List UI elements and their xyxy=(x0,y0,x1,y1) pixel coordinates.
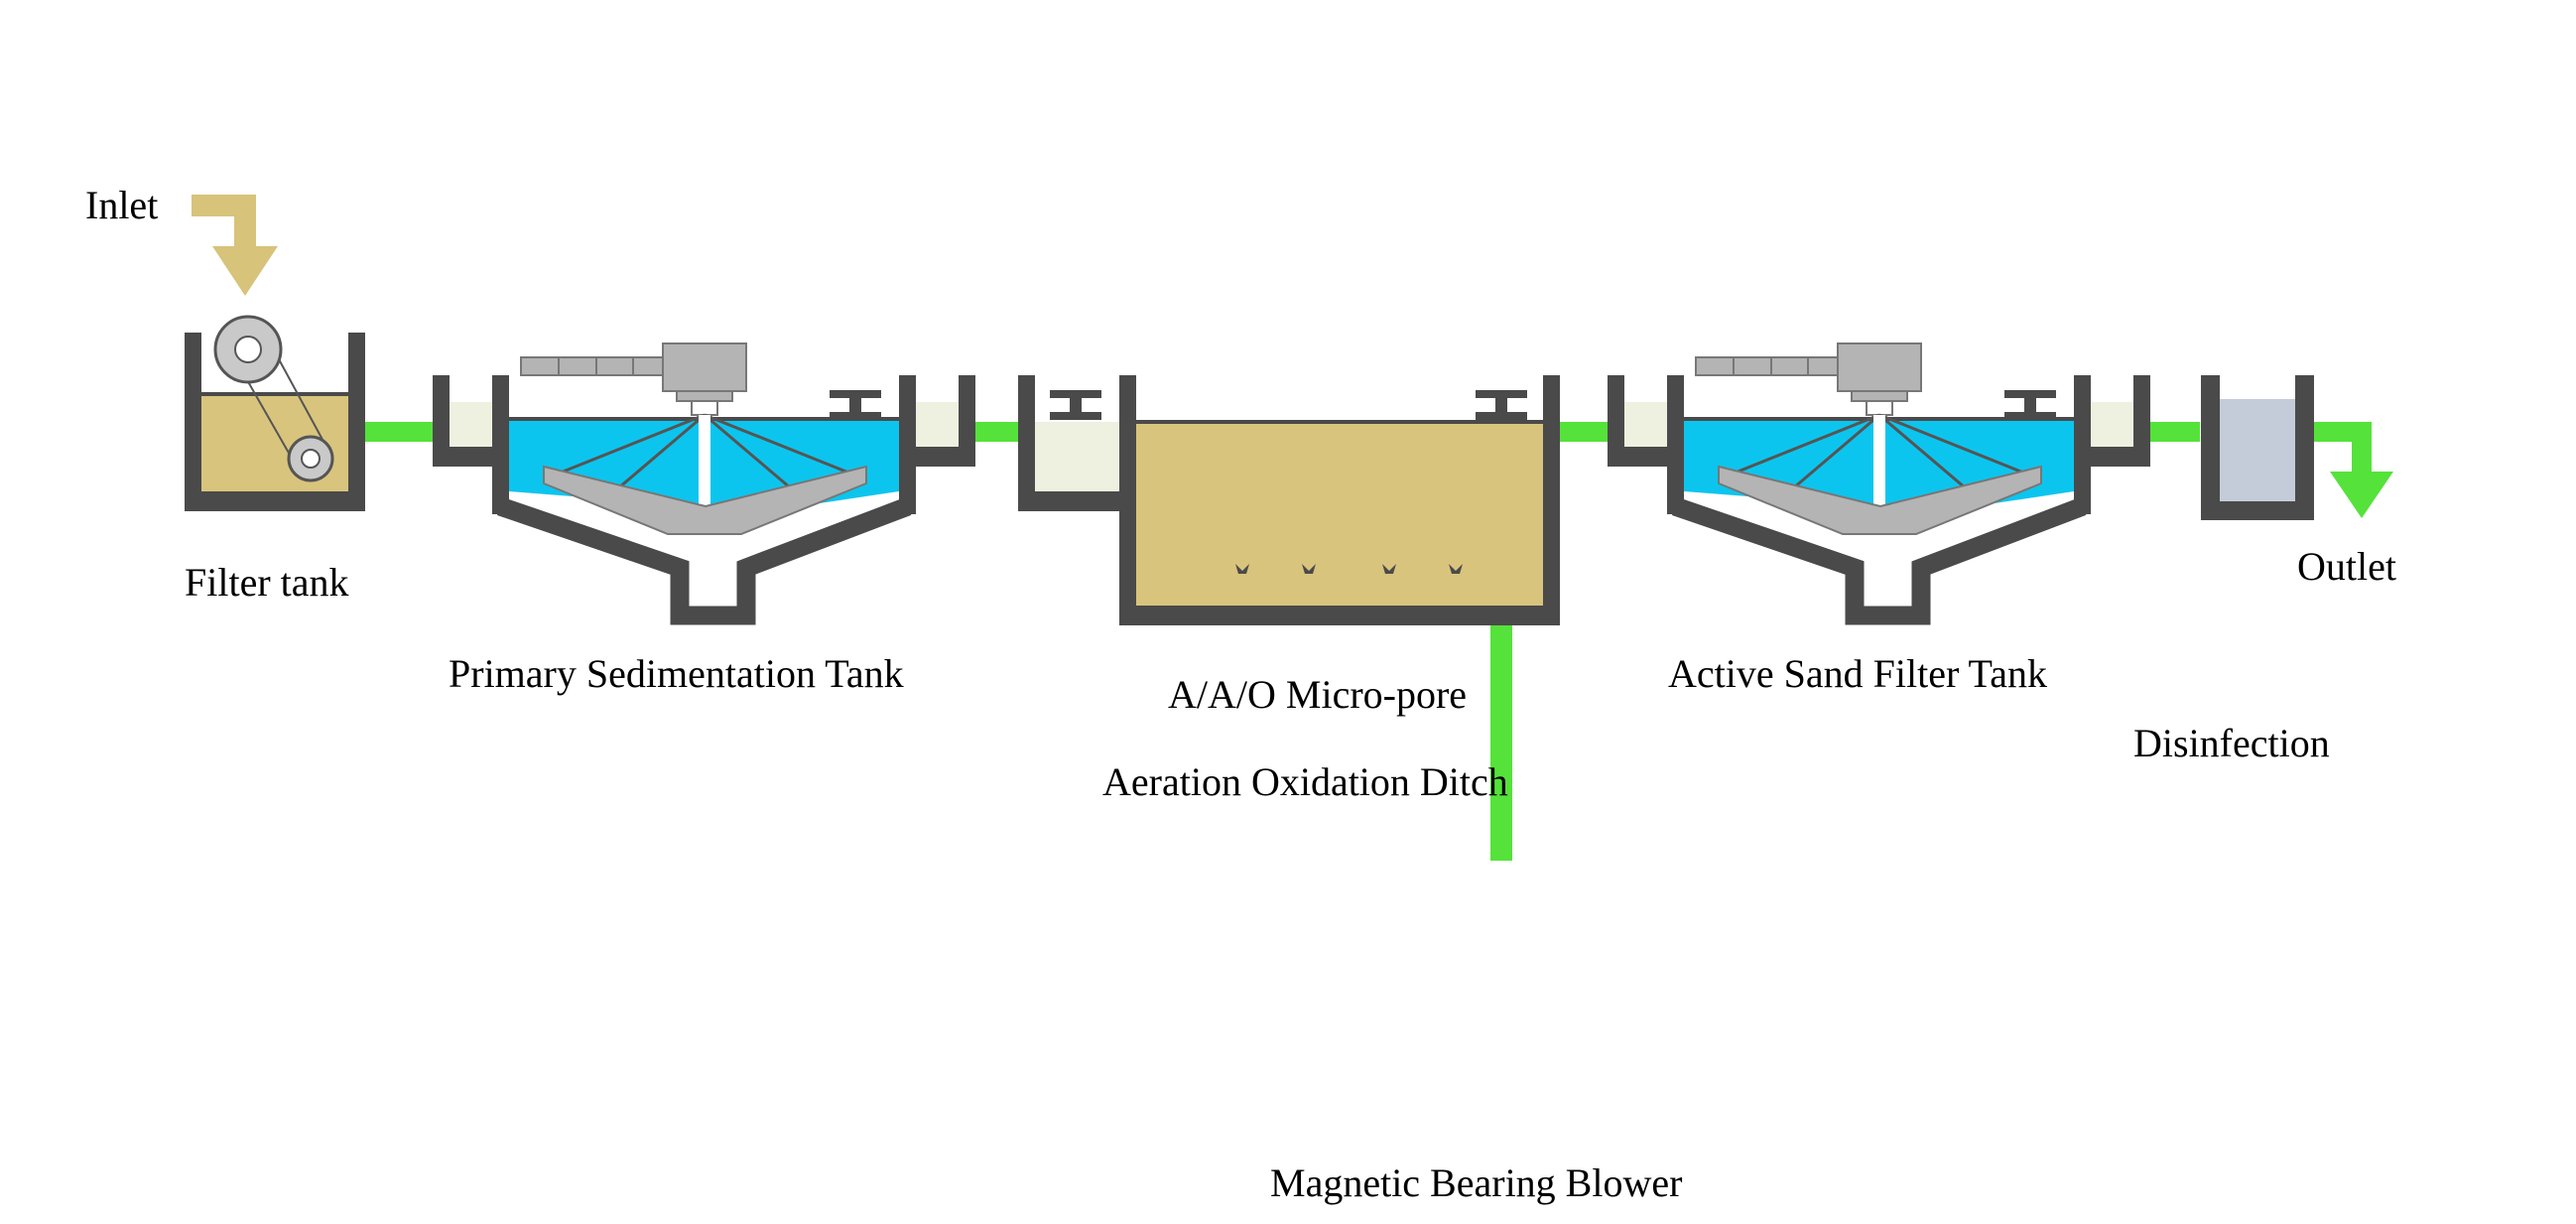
pipe-primary-to-aao xyxy=(970,422,1020,442)
disinfection-water xyxy=(2220,399,2295,501)
aao-ditch-water xyxy=(1136,422,1543,606)
outlet-label: Outlet xyxy=(2297,544,2396,589)
valve-icon xyxy=(2004,390,2056,420)
pulley-icon xyxy=(213,315,334,482)
valve-icon xyxy=(1476,390,1527,420)
aao-label-line1: A/A/O Micro-pore xyxy=(1168,672,1468,717)
active-sand-filter-tank xyxy=(1608,342,2150,625)
outlet-arrow-icon xyxy=(2330,472,2393,518)
active-sand-filter-label: Active Sand Filter Tank xyxy=(1668,651,2047,696)
inlet-label: Inlet xyxy=(85,183,159,227)
pipe-filter-to-primary xyxy=(365,422,437,442)
filter-tank-label: Filter tank xyxy=(185,560,349,605)
filter-tank xyxy=(185,315,365,511)
sand-left-channel-water xyxy=(1624,402,1667,447)
scraper-bridge-icon xyxy=(1695,342,2042,535)
pipe-outlet-vertical xyxy=(2352,422,2372,474)
blower-label: Magnetic Bearing Blower xyxy=(1270,1160,1683,1205)
primary-right-channel-water xyxy=(916,402,959,447)
disinfection-tank xyxy=(2201,375,2314,520)
aao-oxidation-ditch xyxy=(1018,375,1560,625)
primary-left-channel-water xyxy=(450,402,492,447)
valve-icon xyxy=(1050,390,1101,420)
pipe-aao-to-sand xyxy=(1556,422,1608,442)
scraper-bridge-icon xyxy=(520,342,867,535)
diffuser-icon xyxy=(1235,564,1463,574)
primary-sedimentation-tank xyxy=(433,342,975,625)
inlet-arrow-icon xyxy=(192,195,278,296)
aao-inlet-channel-water xyxy=(1035,422,1119,491)
aao-label-line2: Aeration Oxidation Ditch xyxy=(1102,759,1508,804)
primary-sedimentation-label: Primary Sedimentation Tank xyxy=(449,651,904,696)
sand-right-channel-water xyxy=(2091,402,2133,447)
air-pipe-vertical xyxy=(1490,576,1512,861)
pipe-sand-to-disinfection xyxy=(2145,422,2200,442)
disinfection-label: Disinfection xyxy=(2133,721,2330,765)
valve-icon xyxy=(830,390,881,420)
